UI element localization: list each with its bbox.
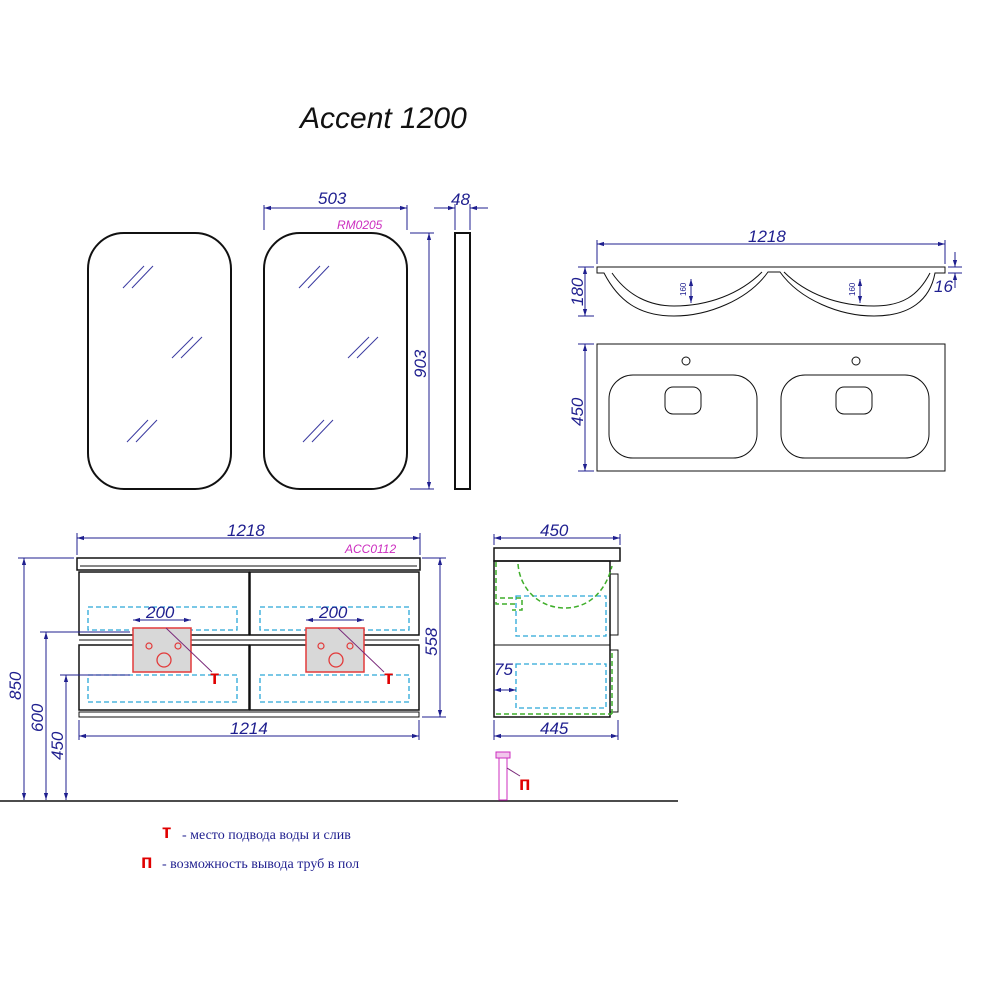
mirror-width-dimension: 503 RM0205 <box>263 189 408 232</box>
cabinet-cutout-dimensions: 200 200 <box>133 603 364 623</box>
basin-depth-label: 450 <box>568 397 587 426</box>
basin-height-dimension: 180 <box>568 266 594 317</box>
floor-outlet-mark: п <box>519 774 530 795</box>
mount-600-label: 600 <box>28 703 47 732</box>
mirror-height-dimension: 903 <box>410 232 434 490</box>
basin-rim-label: 16 <box>934 277 953 296</box>
cabinet-side-view: 75 <box>493 547 621 718</box>
cabinet-height-dimension: 558 <box>422 557 446 718</box>
side-depth-bottom-label: 445 <box>540 719 569 738</box>
cutout-left-label: 200 <box>145 603 175 622</box>
cabinet-height-label: 558 <box>422 627 441 656</box>
cabinet-top-width-dimension: 1218 ACC0112 <box>76 521 421 556</box>
cabinet-code-label: ACC0112 <box>344 542 396 556</box>
basin-top-view <box>596 343 946 472</box>
bowl-depth-left-label: 160 <box>679 282 688 296</box>
basin-depth-dimension: 450 <box>568 343 594 472</box>
legend-symbol-t: т <box>162 822 171 843</box>
product-title: Accent 1200 <box>298 102 467 135</box>
bowl-depth-right-label: 160 <box>848 282 857 296</box>
mirror-depth-label: 48 <box>451 190 470 209</box>
mirror-height-label: 903 <box>411 349 430 378</box>
cabinet-front <box>76 557 421 718</box>
basin-width-dimension: 1218 <box>596 227 946 264</box>
mirror-left <box>87 232 232 490</box>
mount-450-label: 450 <box>48 731 67 760</box>
basin-width-label: 1218 <box>748 227 786 246</box>
basin-rim-dimension: 16 <box>934 252 962 296</box>
mirror-code-label: RM0205 <box>337 218 383 232</box>
legend-text-t: - место подвода воды и слив <box>182 828 351 843</box>
water-supply-mark-right: т <box>384 668 393 689</box>
basin-front-section: 160 160 <box>596 266 946 317</box>
side-depth-top-dimension: 450 <box>493 521 621 545</box>
drawer-offset-label: 75 <box>494 660 513 679</box>
legend-text-p: - возможность вывода труб в пол <box>162 857 359 872</box>
mirror-width-label: 503 <box>318 189 347 208</box>
floor-pipe-outlet <box>495 751 521 801</box>
side-depth-bottom-dimension: 445 <box>493 719 619 740</box>
legend: т - место подвода воды и слив п - возмож… <box>141 822 359 873</box>
mirror-side-profile: 48 <box>434 190 488 490</box>
legend-symbol-p: п <box>141 852 152 873</box>
mirror-right <box>263 232 408 490</box>
cabinet-bottom-width-dimension: 1214 <box>78 719 420 740</box>
total-height-label: 850 <box>6 671 25 700</box>
cabinet-bottom-width-label: 1214 <box>230 719 268 738</box>
cutout-right-label: 200 <box>318 603 348 622</box>
mounting-height-dimensions: 850 600 450 <box>6 557 130 800</box>
cabinet-top-width-label: 1218 <box>227 521 265 540</box>
side-depth-top-label: 450 <box>540 521 569 540</box>
basin-height-label: 180 <box>568 277 587 306</box>
water-supply-mark-left: т <box>210 668 219 689</box>
